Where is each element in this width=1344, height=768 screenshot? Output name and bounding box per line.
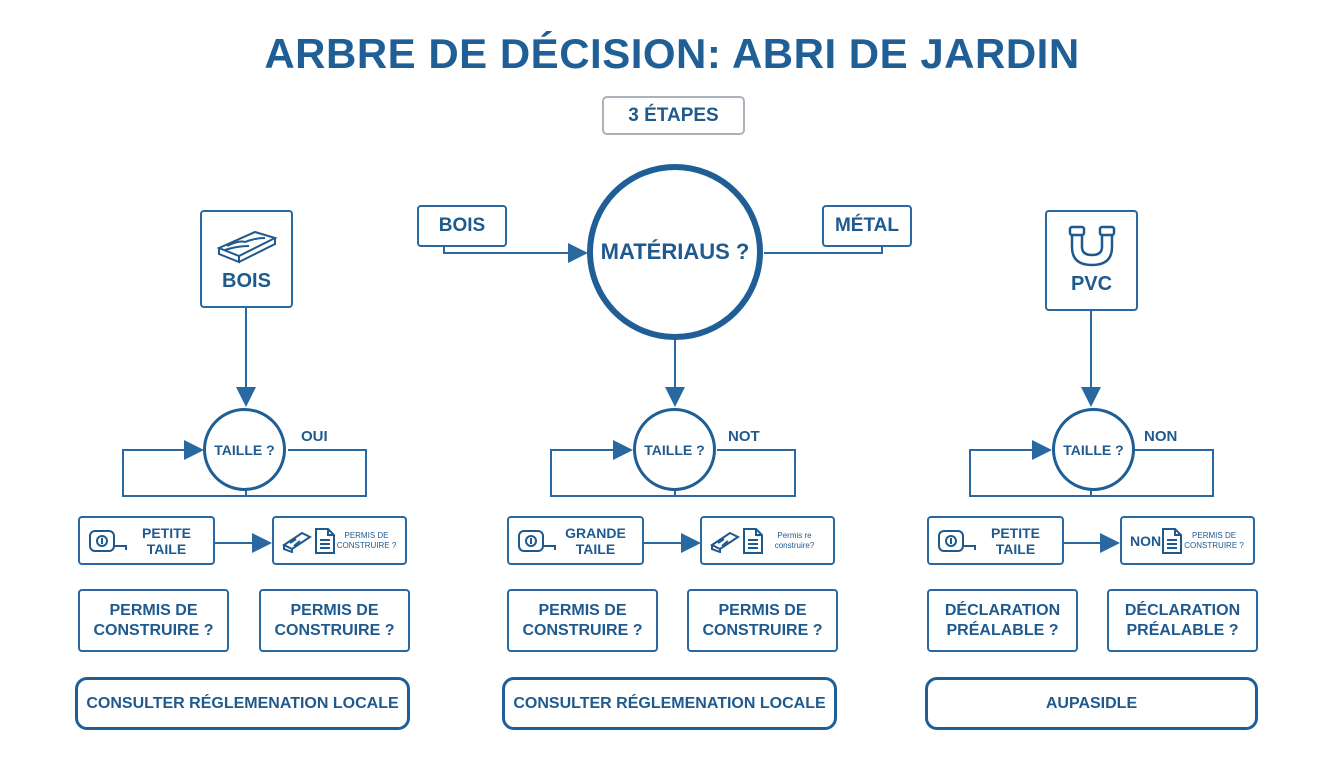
tape-measure-icon: [88, 528, 128, 554]
metal-input-box: MÉTAL: [822, 205, 912, 247]
pipe-icon: [1064, 225, 1120, 269]
permit-label: PERMIS DE CONSTRUIRE ?: [1184, 530, 1244, 550]
wood-input-box: BOIS: [417, 205, 507, 247]
answer-label: NOT: [728, 428, 760, 445]
wood-plank-icon: [215, 226, 279, 266]
size-option-box: PETITE TAILE: [927, 516, 1064, 565]
outcome-box-right: PERMIS DE CONSTRUIRE ?: [687, 589, 838, 652]
outcome-box-left: PERMIS DE CONSTRUIRE ?: [78, 589, 229, 652]
outcome-box-right: DÉCLARATION PRÉALABLE ?: [1107, 589, 1258, 652]
tape-measure-icon: [937, 528, 977, 554]
answer-label: NON: [1144, 428, 1178, 445]
size-option-label: GRANDE TAILE: [565, 524, 626, 557]
size-option-box: PETITE TAILE: [78, 516, 215, 565]
size-option-box: GRANDE TAILE: [507, 516, 644, 565]
answer-label: OUI: [301, 428, 328, 445]
document-icon: [742, 527, 764, 555]
steps-badge: 3 ÉTAPES: [602, 96, 745, 135]
final-outcome: AUPASIDLE: [925, 677, 1258, 730]
permit-label: PERMIS DE CONSTRUIRE ?: [336, 530, 397, 550]
final-outcome: CONSULTER RÉGLEMENATION LOCALE: [502, 677, 837, 730]
document-icon: [314, 527, 336, 555]
tape-measure-icon: [517, 528, 557, 554]
size-question-node: TAILLE ?: [633, 408, 716, 491]
size-option-label: PETITE TAILE: [141, 524, 191, 557]
material-tile-pvc: PVC: [1045, 210, 1138, 311]
outcome-box-left: DÉCLARATION PRÉALABLE ?: [927, 589, 1078, 652]
outcome-box-right: PERMIS DE CONSTRUIRE ?: [259, 589, 410, 652]
permit-box: PERMIS DE CONSTRUIRE ?: [272, 516, 407, 565]
wood-plank-small-icon: [282, 529, 314, 553]
permit-box: Permis re construire?: [700, 516, 835, 565]
materials-question-node: MATÉRIAUS ?: [587, 164, 763, 340]
wood-plank-small-icon: [710, 529, 742, 553]
document-icon: [1161, 527, 1183, 555]
permit-box: NON PERMIS DE CONSTRUIRE ?: [1120, 516, 1255, 565]
material-label: PVC: [1070, 273, 1113, 295]
material-label: BOIS: [222, 269, 271, 292]
outcome-box-left: PERMIS DE CONSTRUIRE ?: [507, 589, 658, 652]
page-title: ARBRE DE DÉCISION: ABRI DE JARDIN: [264, 30, 1080, 77]
size-option-label: PETITE TAILE: [990, 524, 1040, 557]
permit-label: Permis re construire?: [774, 530, 815, 550]
material-tile-wood: BOIS: [200, 210, 293, 308]
permit-prefix: NON: [1130, 532, 1162, 549]
size-question-node: TAILLE ?: [1052, 408, 1135, 491]
size-question-node: TAILLE ?: [203, 408, 286, 491]
final-outcome: CONSULTER RÉGLEMENATION LOCALE: [75, 677, 410, 730]
